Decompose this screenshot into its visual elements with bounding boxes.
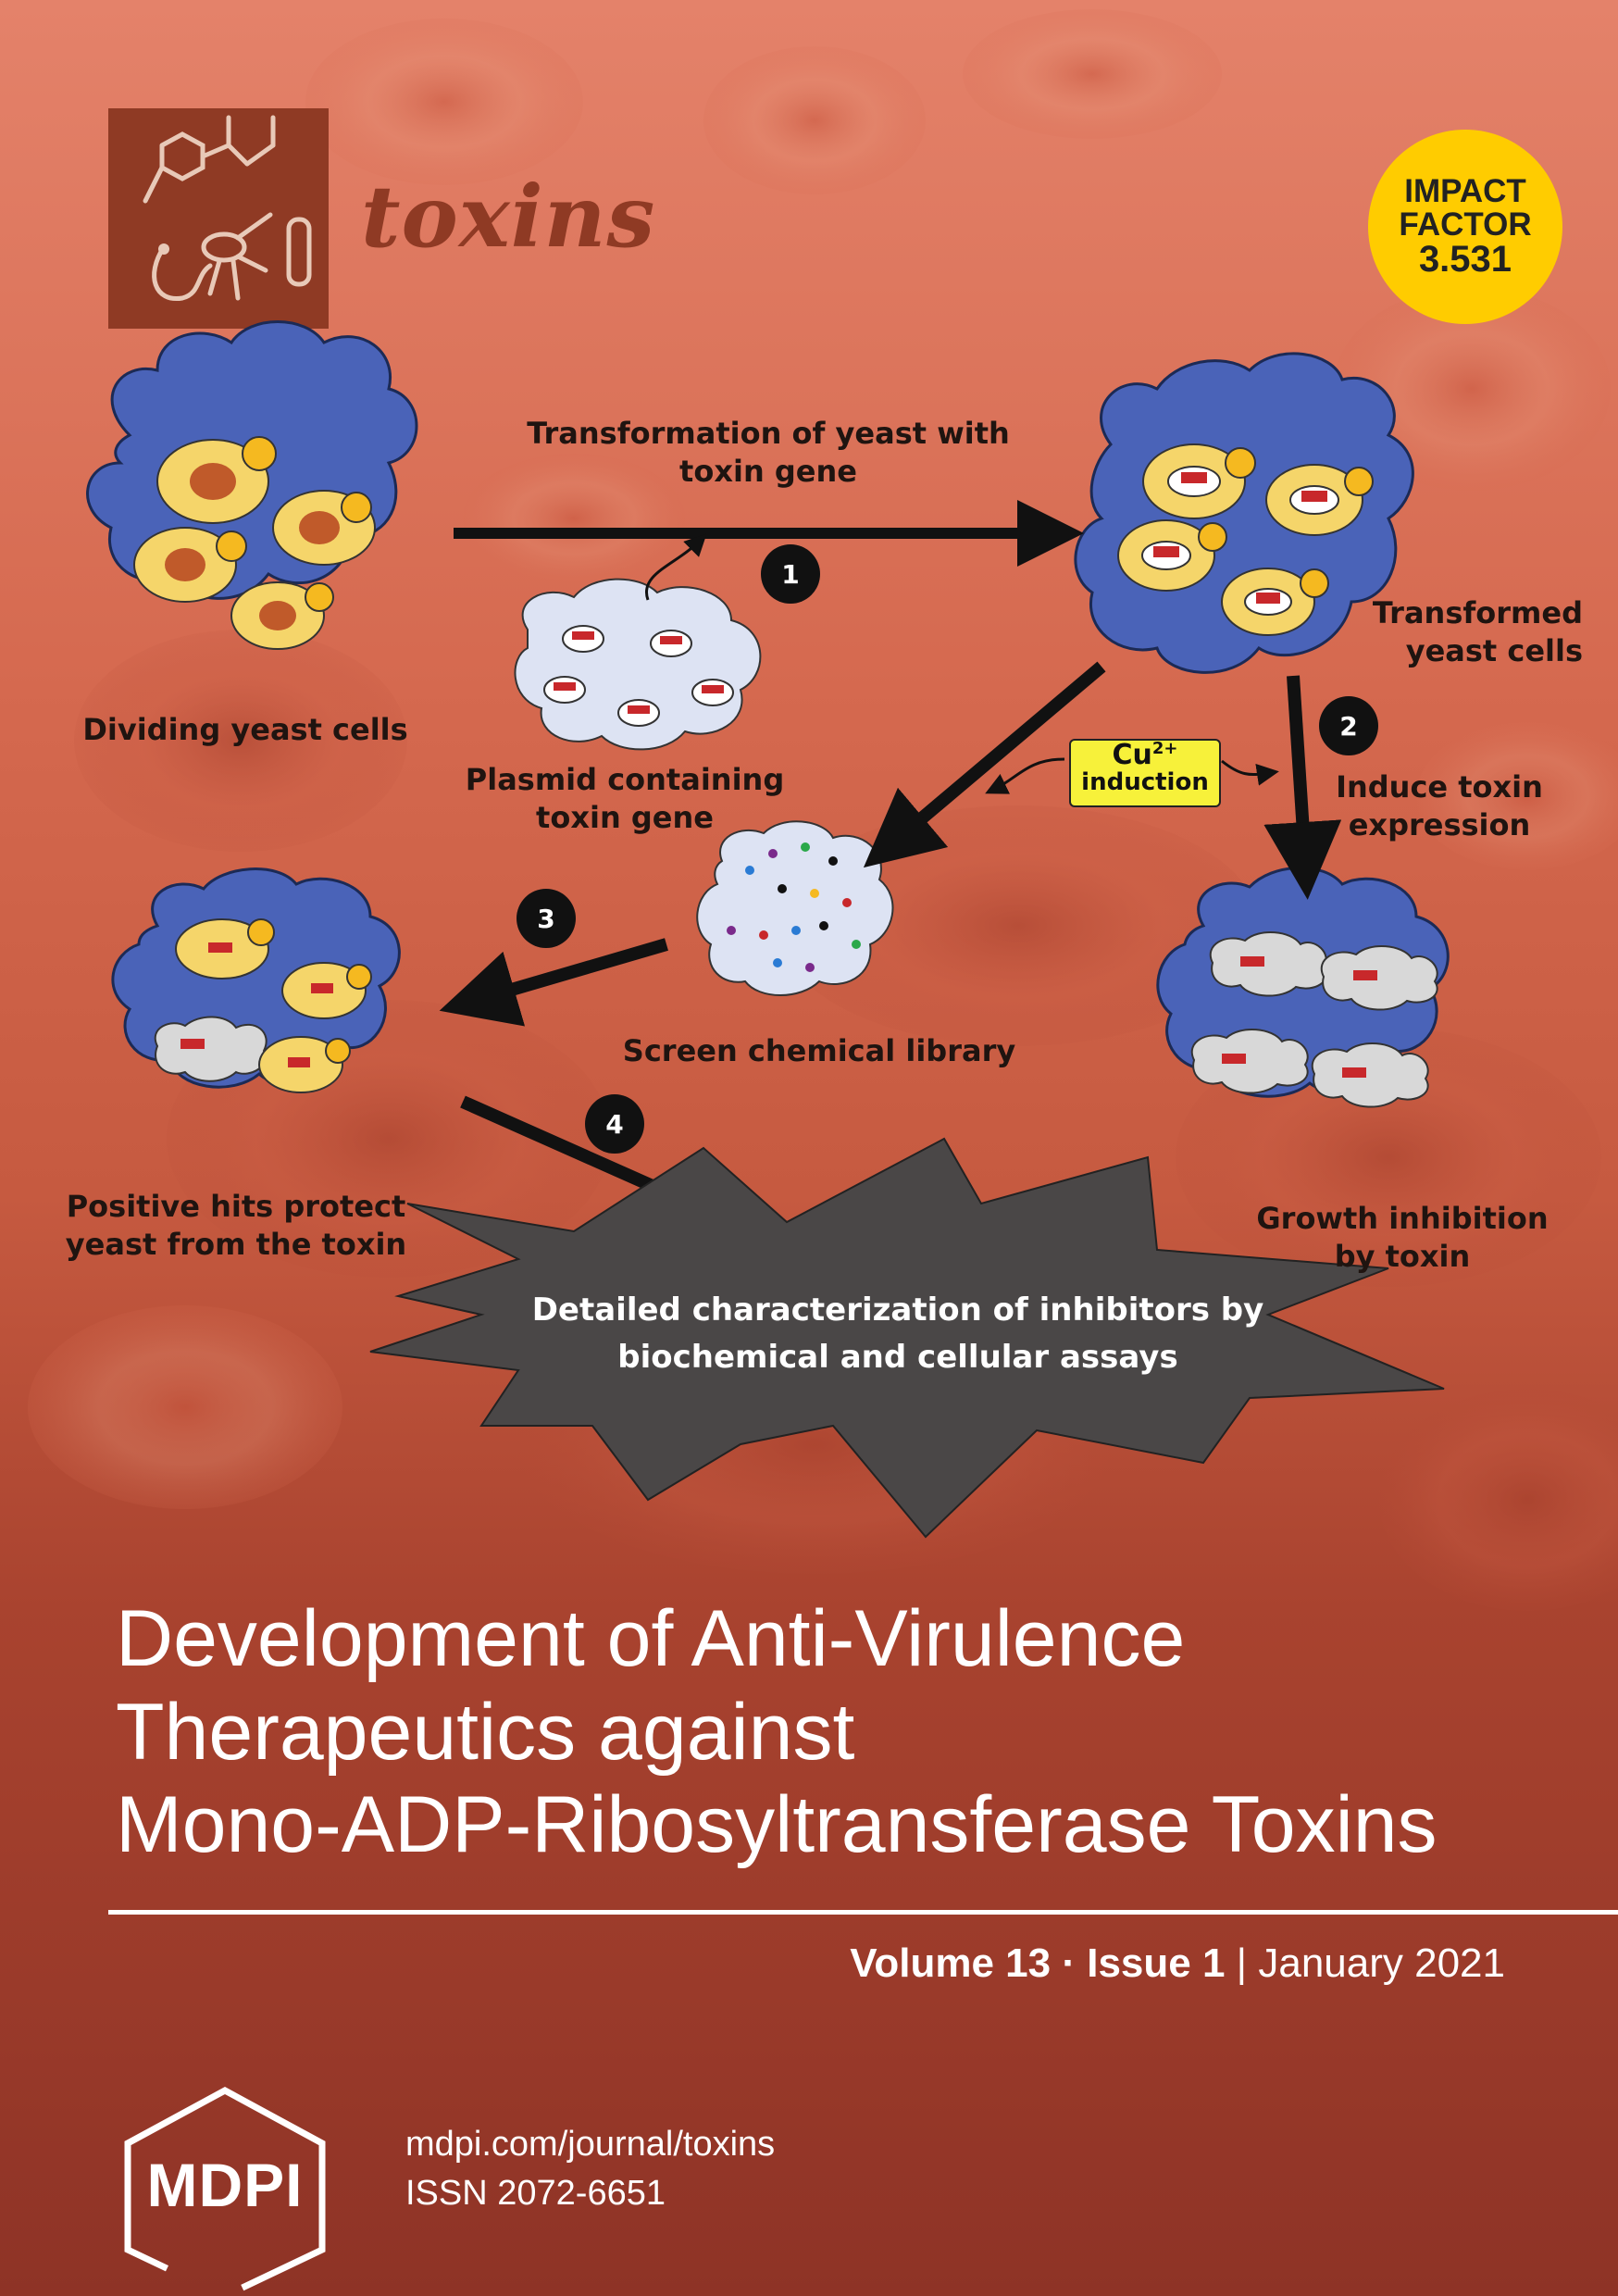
label-plasmid: Plasmid containing toxin gene <box>465 762 785 835</box>
workflow-diagram <box>86 320 1450 1539</box>
issue-date: January 2021 <box>1258 1940 1505 1986</box>
label-positive-hits: Positive hits protect yeast from the tox… <box>65 1189 407 1262</box>
label-dividing-cells: Dividing yeast cells <box>82 712 408 747</box>
cu-charge: 2+ <box>1151 739 1178 758</box>
title-line-2: Therapeutics against <box>116 1687 855 1777</box>
issue-label: Issue 1 <box>1087 1940 1226 1986</box>
issue-separator: · <box>1062 1940 1076 1986</box>
induction-label: induction <box>1081 767 1209 796</box>
journal-name: toxins <box>361 167 656 267</box>
publisher-info: mdpi.com/journal/toxins ISSN 2072-6651 <box>405 2120 775 2218</box>
issn: ISSN 2072-6651 <box>405 2174 666 2214</box>
factor-label: FACTOR <box>1399 206 1532 243</box>
step-2-badge: 2 <box>1319 696 1378 755</box>
volume-label: Volume 13 <box>850 1940 1052 1986</box>
arrow-cu-left <box>985 757 1065 794</box>
characterization-burst <box>369 1137 1445 1539</box>
transformed-yeast-cloud <box>1074 352 1414 674</box>
arrow-cu-right <box>1221 759 1279 786</box>
step-3-badge: 3 <box>517 889 576 948</box>
arrow-to-library <box>863 661 1106 868</box>
title-divider <box>108 1910 1618 1915</box>
issue-info: Volume 13 · Issue 1 | January 2021 <box>555 1940 1505 1987</box>
impact-label: IMPACT <box>1404 172 1526 209</box>
step-1-badge: 1 <box>761 544 820 604</box>
label-transformation: Transformation of yeast with toxin gene <box>527 416 1010 489</box>
scorpion-molecule-icon <box>143 115 312 301</box>
label-screen-library: Screen chemical library <box>622 1033 1016 1068</box>
arrow-plasmid <box>644 533 707 601</box>
hexagon-icon <box>124 2087 326 2296</box>
issue-divider: | <box>1236 1940 1248 1986</box>
title-line-1: Development of Anti-Virulence <box>116 1594 1186 1683</box>
label-transformed: Transformed yeast cells <box>1372 595 1583 668</box>
burst-text: Detailed characterization of inhibitors … <box>531 1292 1264 1376</box>
step-4-badge: 4 <box>585 1094 644 1154</box>
publisher-name: MDPI <box>146 2151 304 2219</box>
journal-url[interactable]: mdpi.com/journal/toxins <box>405 2125 776 2164</box>
growth-inhibition-cloud <box>1156 866 1450 1108</box>
article-title: Development of Anti-Virulence Therapeuti… <box>116 1592 1560 1872</box>
arrow-screen <box>439 938 668 1027</box>
dividing-yeast-cloud <box>86 320 418 650</box>
journal-logo <box>108 108 329 329</box>
impact-factor-value: 3.531 <box>1418 239 1512 281</box>
positive-hits-cloud <box>111 867 401 1093</box>
label-induce-expression: Induce toxin expression <box>1336 769 1543 842</box>
mdpi-logo: MDPI <box>105 2083 345 2296</box>
cu-label: Cu <box>1112 739 1152 771</box>
chemical-library-cloud <box>696 820 894 996</box>
arrow-induce <box>1263 675 1342 900</box>
label-growth-inhibition: Growth inhibition by toxin <box>1256 1201 1549 1274</box>
cu-induction-box: Cu2+ induction <box>1069 739 1221 807</box>
impact-factor-badge: IMPACT FACTOR 3.531 <box>1368 130 1562 324</box>
title-line-3: Mono-ADP-Ribosyltransferase Toxins <box>116 1780 1438 1870</box>
plasmid-cloud <box>514 578 762 751</box>
